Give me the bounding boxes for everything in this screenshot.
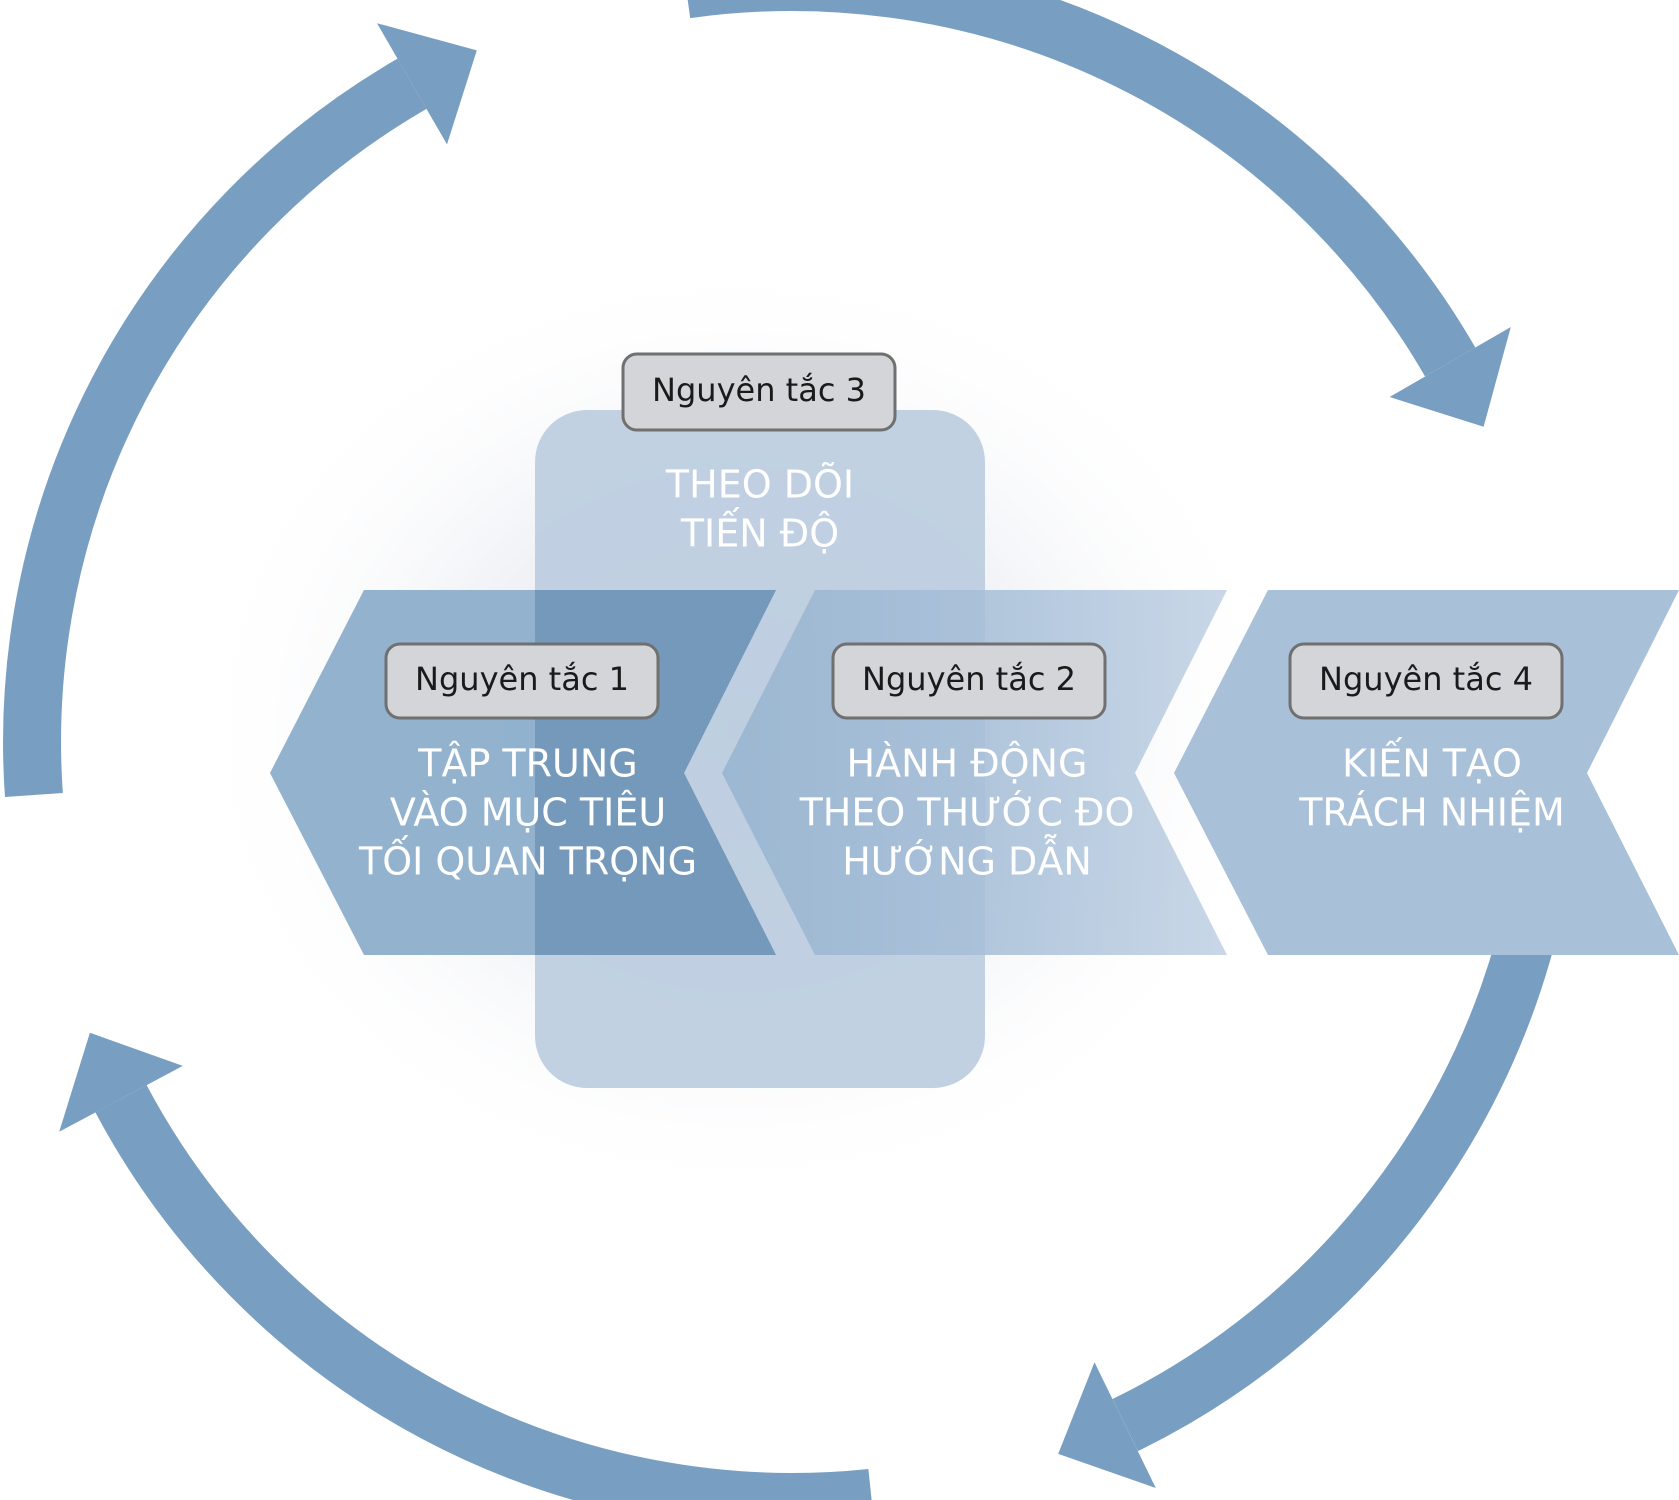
arrowhead-top-icon [1389, 327, 1511, 427]
arrowhead-bottom-icon [59, 1032, 183, 1132]
principle4-label: Nguyên tắc 4 [1319, 660, 1533, 698]
principle1-label: Nguyên tắc 1 [415, 660, 629, 698]
principle4-line-1: KIẾN TẠO [1342, 738, 1522, 786]
principle4-line-2: TRÁCH NHIỆM [1298, 791, 1565, 835]
principle4-badge: Nguyên tắc 4 [1288, 642, 1564, 720]
principle1-line-2: VÀO MỤC TIÊU [390, 791, 666, 835]
principle1-line-1: TẬP TRUNG [417, 742, 638, 786]
arrowhead-right-icon [1058, 1362, 1156, 1488]
principle1-badge: Nguyên tắc 1 [384, 642, 660, 720]
principle2-label: Nguyên tắc 2 [862, 660, 1076, 698]
principle2-line-1: HÀNH ĐỘNG [847, 742, 1088, 786]
principle1-line-3: TỐI QUAN TRỌNG [358, 836, 697, 884]
principle3-text: THEO DÕI TIẾN ĐỘ [665, 463, 854, 556]
principle2-line-2: THEO THƯỚC ĐO [799, 791, 1135, 835]
principle2-badge: Nguyên tắc 2 [831, 642, 1107, 720]
principle3-line-2: TIẾN ĐỘ [680, 508, 839, 556]
ring-arc-left [3, 58, 427, 798]
principle3-badge: Nguyên tắc 3 [621, 352, 897, 432]
ring-arc-top [687, 0, 1476, 377]
principle2-text: HÀNH ĐỘNG THEO THƯỚC ĐO HƯỚNG DẪN [799, 742, 1135, 884]
cycle-arrowheads [59, 23, 1511, 1488]
principle1-text: TẬP TRUNG VÀO MỤC TIÊU TỐI QUAN TRỌNG [358, 742, 697, 884]
arrowhead-left-icon [377, 23, 477, 145]
principle3-label: Nguyên tắc 3 [652, 371, 866, 409]
principle4-text: KIẾN TẠO TRÁCH NHIỆM [1298, 738, 1565, 835]
principle2-line-3: HƯỚNG DẪN [842, 835, 1092, 884]
principle3-line-1: THEO DÕI [665, 463, 854, 507]
